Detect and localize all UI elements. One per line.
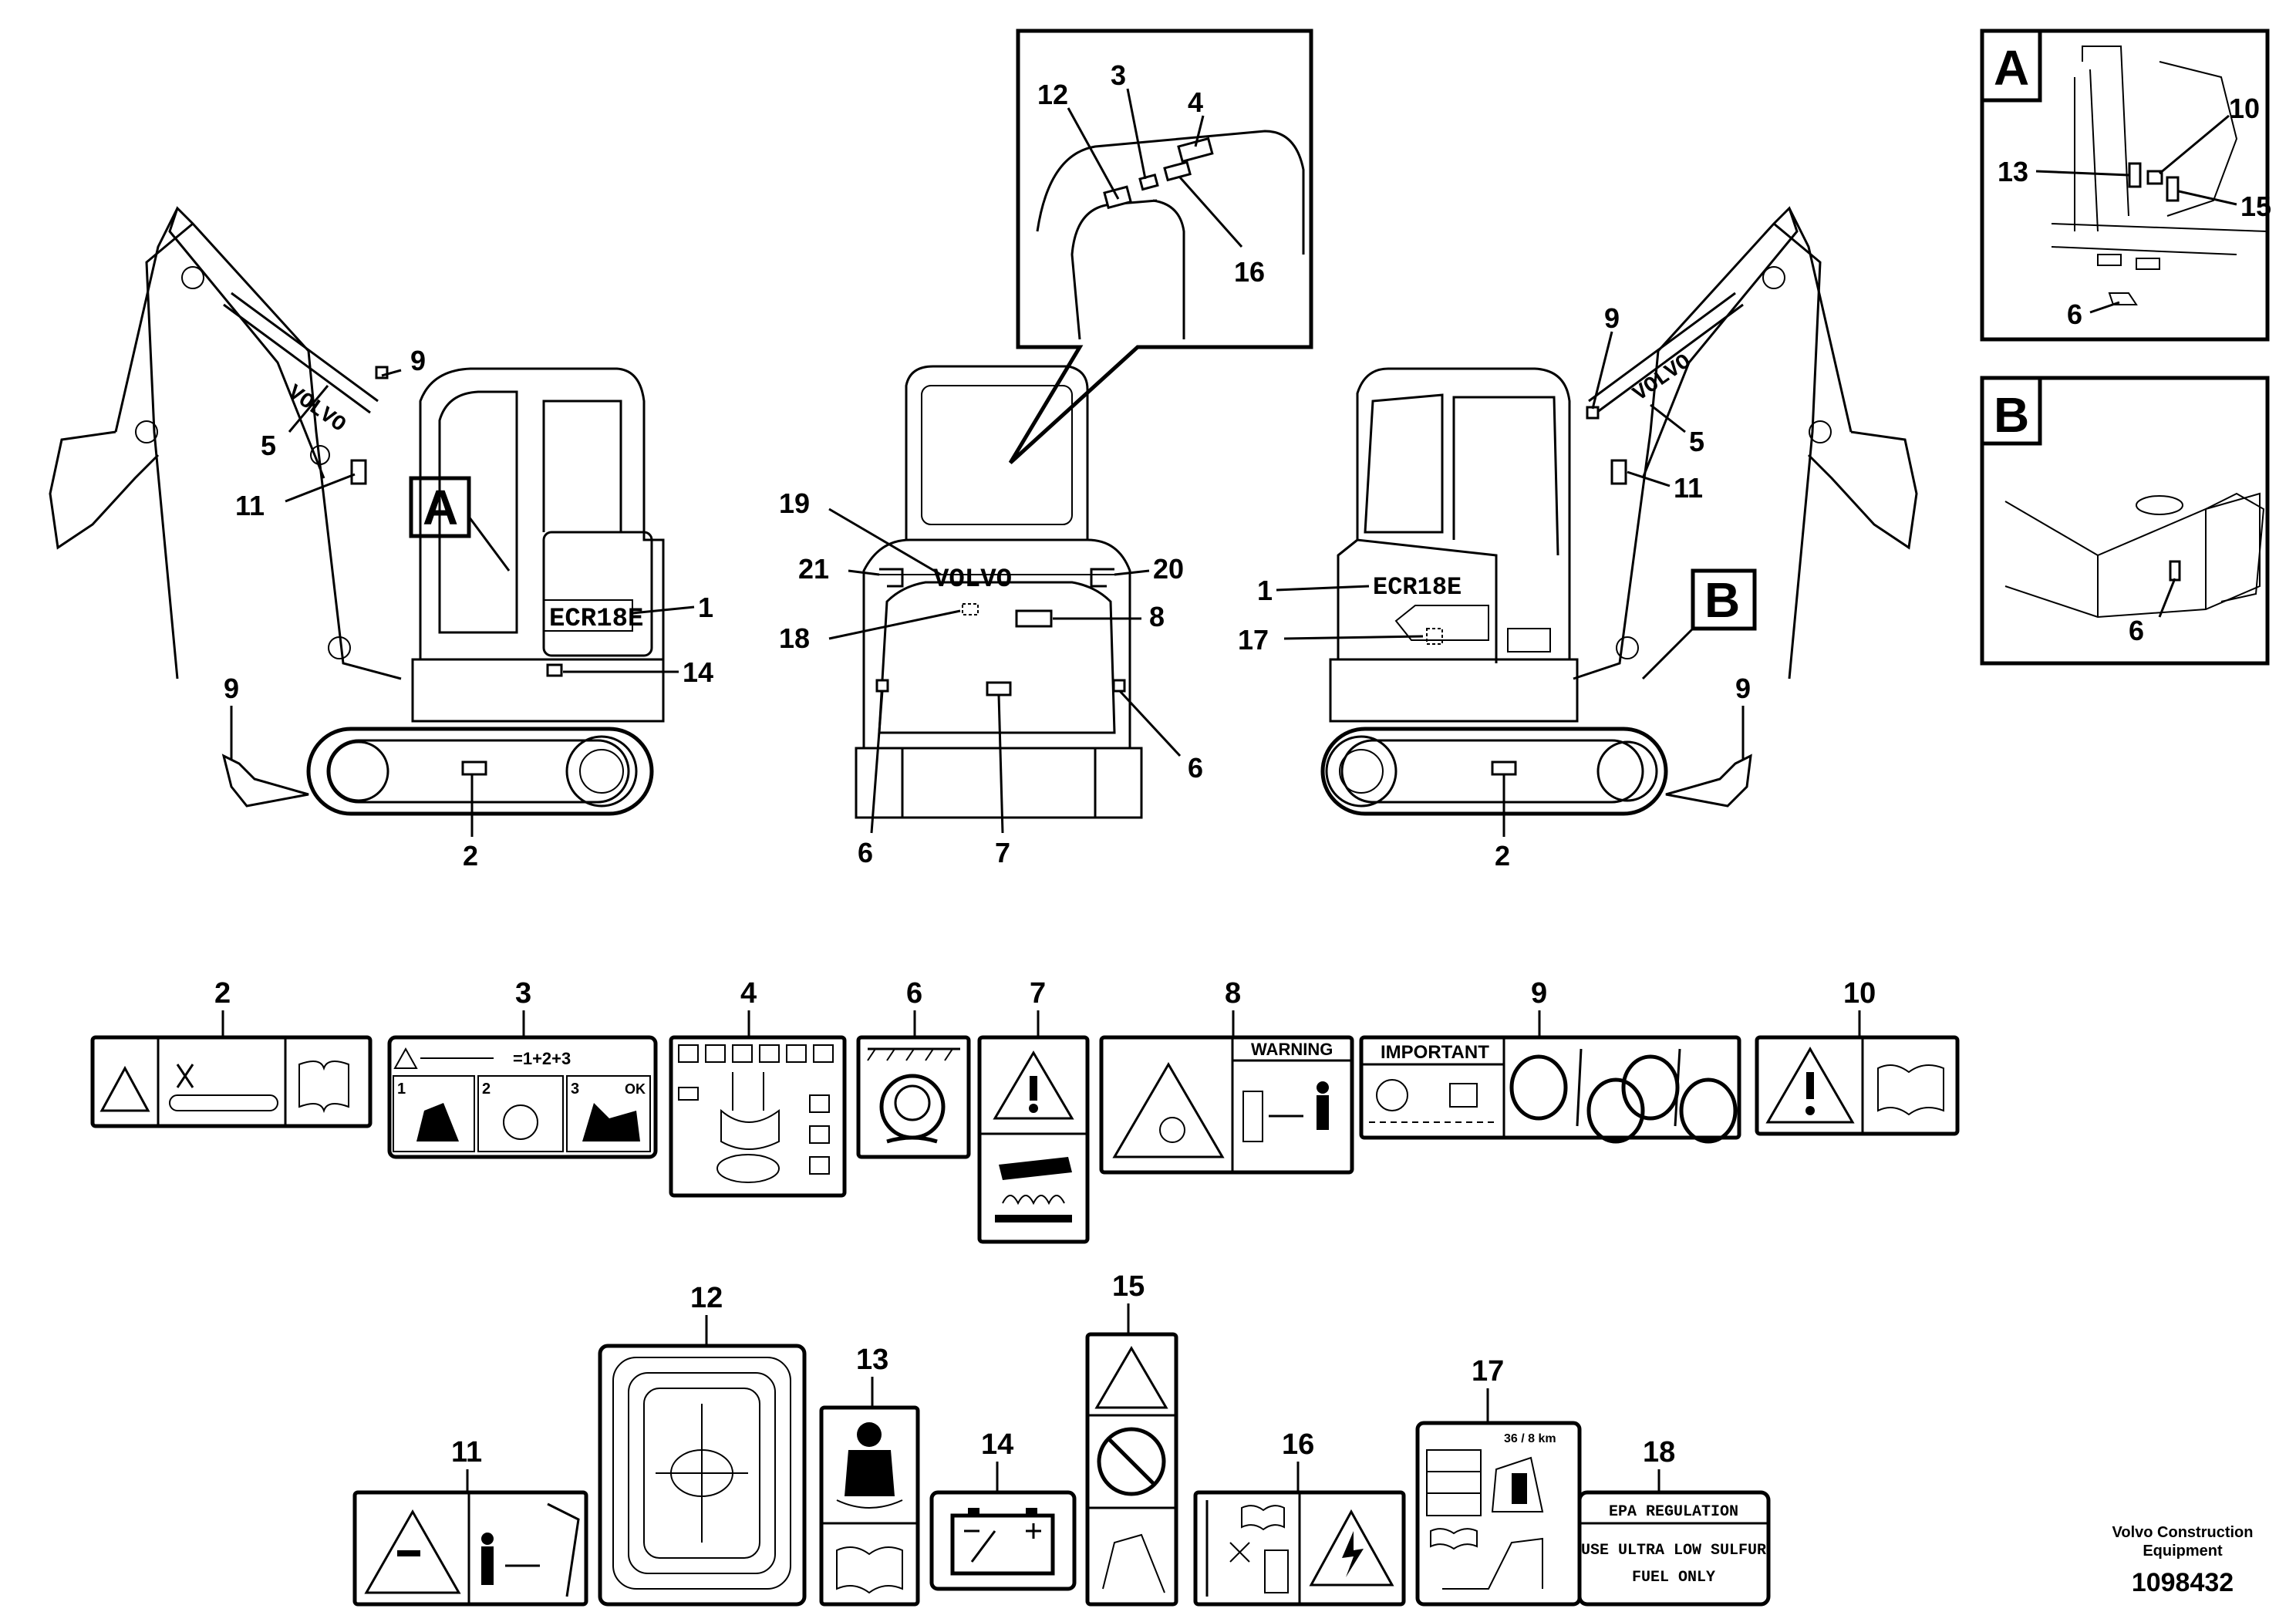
label-18-line1: EPA REGULATION [1609, 1503, 1738, 1521]
label-16-decal [1193, 1490, 1406, 1607]
label-8-decal: WARNING [1099, 1035, 1354, 1175]
detail-a-panel: A 10 13 15 6 [1980, 29, 2271, 342]
label-14-decal [929, 1490, 1077, 1591]
svg-text:A: A [423, 480, 458, 535]
footer-company-line1: Volvo Construction [2112, 1524, 2254, 1541]
svg-text:2: 2 [482, 1081, 491, 1098]
label-8-number: 8 [1225, 977, 1241, 1010]
callout-3-rear: 3 [1111, 59, 1126, 91]
label-12-decal [598, 1344, 807, 1607]
svg-text:ECR18E: ECR18E [1373, 573, 1462, 602]
callout-17-right: 17 [1238, 624, 1269, 656]
callout-19-rear: 19 [779, 487, 810, 519]
label-17-speed-text: 36 / 8 km [1504, 1432, 1556, 1445]
callout-9-right-blade: 9 [1735, 673, 1751, 704]
callout-15-detail-a: 15 [2240, 191, 2271, 222]
label-catalog-row1: 2 3 =1+2+3 1 2 3 OK [90, 977, 1960, 1244]
callout-20-rear: 20 [1153, 553, 1184, 585]
detail-b-letter: B [1994, 387, 2029, 443]
label-16-number: 16 [1282, 1428, 1314, 1461]
label-11-number: 11 [451, 1436, 482, 1469]
callout-13-detail-a: 13 [1998, 156, 2028, 187]
svg-text:1: 1 [397, 1081, 406, 1098]
label-9-important-text: IMPORTANT [1381, 1042, 1489, 1063]
label-4-number: 4 [740, 977, 757, 1010]
callout-1-left: 1 [698, 592, 713, 623]
label-7-decal [977, 1035, 1090, 1244]
callout-2-right: 2 [1495, 840, 1510, 872]
svg-text:VOLVO: VOLVO [1629, 350, 1696, 407]
svg-text:VOLVO: VOLVO [933, 565, 1012, 595]
label-15-decal [1085, 1332, 1178, 1607]
label-2-number: 2 [214, 977, 231, 1010]
svg-text:ECR18E: ECR18E [549, 605, 643, 634]
detail-b-panel: B 6 [1980, 376, 2270, 666]
label-3-formula: =1+2+3 [513, 1049, 571, 1068]
left-machine-view: VOLVO ECR18E A 9 5 11 1 14 9 2 [49, 206, 713, 872]
svg-text:OK: OK [625, 1081, 646, 1097]
label-3-decal: =1+2+3 1 2 3 OK [387, 1035, 658, 1159]
label-17-number: 17 [1472, 1355, 1504, 1388]
label-6-decal [856, 1035, 971, 1159]
footer-company: Volvo Construction Equipment [2082, 1523, 2283, 1560]
label-2-decal [90, 1035, 373, 1128]
callout-6-detail-b: 6 [2129, 615, 2144, 646]
label-12-number: 12 [690, 1282, 723, 1314]
label-13-number: 13 [856, 1344, 888, 1376]
callout-21-rear: 21 [798, 553, 829, 585]
label-18-line2: USE ULTRA LOW SULFUR [1581, 1542, 1766, 1560]
label-9-number: 9 [1531, 977, 1547, 1010]
callout-8-rear: 8 [1149, 601, 1165, 632]
label-11-decal [352, 1490, 588, 1607]
callout-6-rear-right: 6 [1188, 752, 1203, 784]
svg-text:3: 3 [571, 1081, 579, 1098]
svg-text:B: B [1704, 572, 1740, 628]
label-3-number: 3 [515, 977, 531, 1010]
callout-2-left: 2 [463, 840, 478, 872]
callout-5-left: 5 [261, 430, 276, 461]
label-4-decal [669, 1035, 847, 1198]
callout-11-right: 11 [1674, 472, 1703, 504]
callout-12-rear: 12 [1037, 79, 1068, 110]
callout-4-rear: 4 [1188, 86, 1203, 118]
label-17-decal: 36 / 8 km [1415, 1421, 1582, 1607]
label-13-decal [819, 1405, 920, 1607]
detail-a-letter: A [1994, 40, 2029, 96]
callout-5-right: 5 [1689, 426, 1704, 457]
right-machine-view: ECR18E VOLVO B 9 5 11 1 17 9 2 [1238, 206, 1918, 872]
callout-9-left-blade: 9 [224, 673, 239, 704]
callout-11-left: 11 [235, 490, 265, 521]
rear-machine-view: VOLVO 12 3 4 16 19 21 20 18 8 6 [779, 29, 1313, 868]
callout-9-right-top: 9 [1604, 302, 1620, 334]
footer-company-line2: Equipment [2143, 1543, 2223, 1560]
label-9-decal: IMPORTANT [1359, 1035, 1741, 1144]
label-8-warning-text: WARNING [1251, 1040, 1333, 1059]
label-14-number: 14 [981, 1428, 1013, 1461]
label-6-number: 6 [906, 977, 922, 1010]
callout-7-rear: 7 [995, 837, 1010, 868]
label-catalog-row2: 11 12 13 [352, 1270, 1771, 1607]
callout-14-left: 14 [683, 656, 713, 688]
label-18-line3: FUEL ONLY [1632, 1569, 1715, 1587]
callout-18-rear: 18 [779, 622, 810, 654]
callout-6-detail-a: 6 [2067, 298, 2082, 330]
callout-6-rear-left: 6 [858, 837, 873, 868]
drawing-number: 1098432 [2131, 1568, 2234, 1597]
callout-10-detail-a: 10 [2229, 93, 2260, 124]
callout-16-rear: 16 [1234, 256, 1265, 288]
label-10-decal [1755, 1035, 1960, 1136]
label-15-number: 15 [1112, 1270, 1145, 1303]
callout-1-right: 1 [1257, 575, 1273, 606]
label-7-number: 7 [1030, 977, 1046, 1010]
label-10-number: 10 [1843, 977, 1876, 1010]
label-18-decal: EPA REGULATION USE ULTRA LOW SULFUR FUEL… [1577, 1490, 1771, 1607]
callout-9-left-top: 9 [410, 345, 426, 376]
label-18-number: 18 [1643, 1436, 1675, 1469]
